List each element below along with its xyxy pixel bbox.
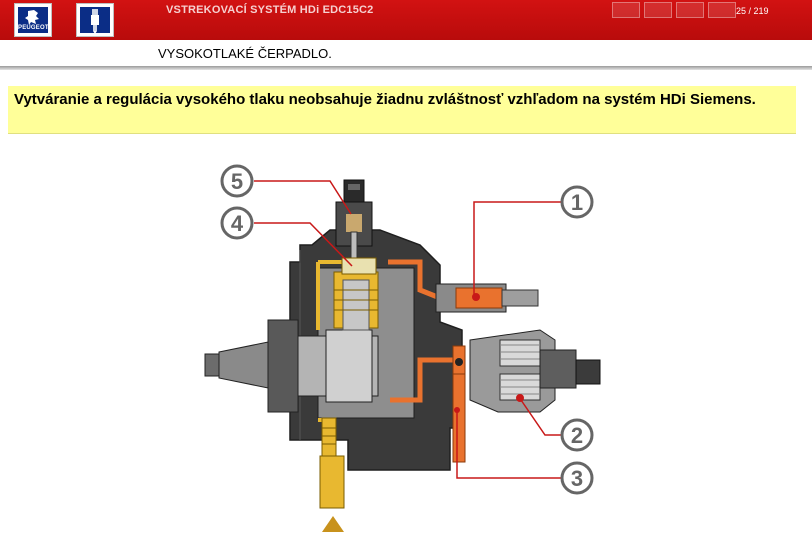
callout-2: 2 bbox=[560, 418, 594, 452]
injector-logo bbox=[76, 3, 114, 37]
svg-text:4: 4 bbox=[231, 211, 244, 236]
inlet-fitting bbox=[319, 417, 345, 509]
lion-icon bbox=[25, 10, 39, 25]
pressure-regulator bbox=[469, 329, 601, 413]
svg-text:2: 2 bbox=[571, 423, 583, 448]
section-title: VYSOKOTLAKÉ ČERPADLO. bbox=[158, 46, 332, 61]
peugeot-logo: PEUGEOT bbox=[14, 3, 52, 37]
svg-text:5: 5 bbox=[231, 169, 243, 194]
svg-text:1: 1 bbox=[571, 190, 583, 215]
brand-label: PEUGEOT bbox=[18, 25, 49, 31]
divider bbox=[0, 66, 812, 70]
drive-shaft bbox=[204, 319, 379, 413]
callout-3: 3 bbox=[560, 461, 594, 495]
info-note: Vytváranie a regulácia vysokého tlaku ne… bbox=[8, 86, 796, 134]
pump-diagram: 5 4 1 2 3 bbox=[204, 164, 601, 532]
svg-text:3: 3 bbox=[571, 466, 583, 491]
page-title: VSTREKOVACÍ SYSTÉM HDi EDC15C2 bbox=[166, 4, 374, 16]
callout-5: 5 bbox=[220, 164, 254, 198]
callout-lines bbox=[254, 180, 561, 479]
header-bar: PEUGEOT VSTREKOVACÍ SYSTÉM HDi EDC15C2 2… bbox=[0, 0, 812, 40]
page-counter: 25 / 219 bbox=[736, 6, 769, 16]
plunger bbox=[333, 271, 379, 331]
return-line bbox=[452, 345, 466, 463]
injector-icon bbox=[91, 9, 99, 34]
pressure-sensor bbox=[335, 179, 377, 275]
inlet-arrow-icon bbox=[322, 516, 344, 532]
callout-1: 1 bbox=[560, 185, 594, 219]
callout-4: 4 bbox=[220, 206, 254, 240]
outlet-fitting bbox=[435, 283, 539, 313]
